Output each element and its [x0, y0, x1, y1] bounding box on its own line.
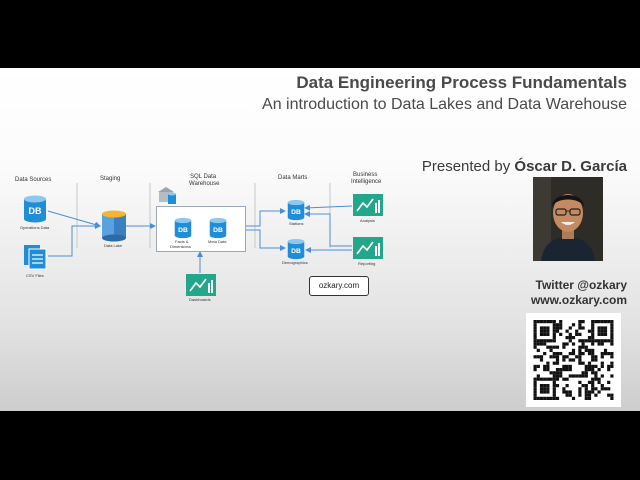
- node-reporting: Reporting: [358, 261, 376, 266]
- node-csv-files: CSV Files: [26, 273, 44, 278]
- website-url: www.ozkary.com: [530, 293, 627, 307]
- section-staging: Staging: [100, 176, 121, 182]
- slide: Data Engineering Process Fundamentals An…: [0, 68, 640, 411]
- qr-code: [526, 313, 621, 407]
- db-label: DB: [29, 206, 42, 216]
- warehouse-icon: [158, 187, 176, 204]
- warehouse-box: [156, 206, 246, 252]
- ozkary-box: ozkary.com: [309, 276, 369, 296]
- chart-icon: [353, 237, 383, 259]
- node-facts-line2: Dimensions: [170, 244, 191, 249]
- db-label: DB: [213, 227, 223, 234]
- section-data-marts: Data Marts: [278, 175, 308, 181]
- node-operations-data: Operations Data: [20, 225, 50, 230]
- node-analysis: Analysis: [360, 218, 375, 223]
- chart-icon: [186, 274, 216, 296]
- node-data-lake: Data Lake: [104, 243, 123, 248]
- section-dw-line2: Warehouse: [189, 181, 220, 187]
- diagram-connectors: [47, 183, 353, 273]
- data-lake-icon: [102, 210, 126, 242]
- presenter: Presented by Óscar D. García: [422, 158, 627, 175]
- slide-subtitle: An introduction to Data Lakes and Data W…: [262, 96, 627, 113]
- node-meta-data: Meta Data: [208, 239, 227, 244]
- presenter-photo: [533, 177, 603, 261]
- file-icon: [24, 245, 47, 270]
- db-label: DB: [291, 248, 301, 255]
- section-dw-line1: SQL Data: [190, 174, 217, 180]
- presenter-prefix: Presented by: [421, 158, 515, 175]
- section-bi-line1: Business: [353, 172, 378, 178]
- database-icon: DB: [24, 195, 46, 223]
- section-data-sources: Data Sources: [15, 177, 52, 183]
- node-dashboards: Dashboards: [189, 297, 211, 302]
- node-facts-line1: Facts &: [175, 239, 189, 244]
- database-icon: DB: [174, 217, 192, 239]
- database-icon: DB: [209, 217, 227, 239]
- chart-icon: [353, 194, 383, 216]
- node-stations: Stations: [289, 221, 304, 226]
- database-icon: DB: [287, 199, 305, 221]
- twitter-handle: Twitter @ozkary: [535, 278, 628, 292]
- section-bi-line2: Intelligence: [351, 179, 382, 185]
- database-icon: DB: [287, 238, 305, 260]
- db-label: DB: [291, 209, 301, 216]
- db-label: DB: [178, 227, 188, 234]
- presenter-name: Óscar D. García: [514, 158, 627, 175]
- slide-title: Data Engineering Process Fundamentals: [296, 73, 627, 92]
- node-demographics: Demographics: [282, 260, 308, 265]
